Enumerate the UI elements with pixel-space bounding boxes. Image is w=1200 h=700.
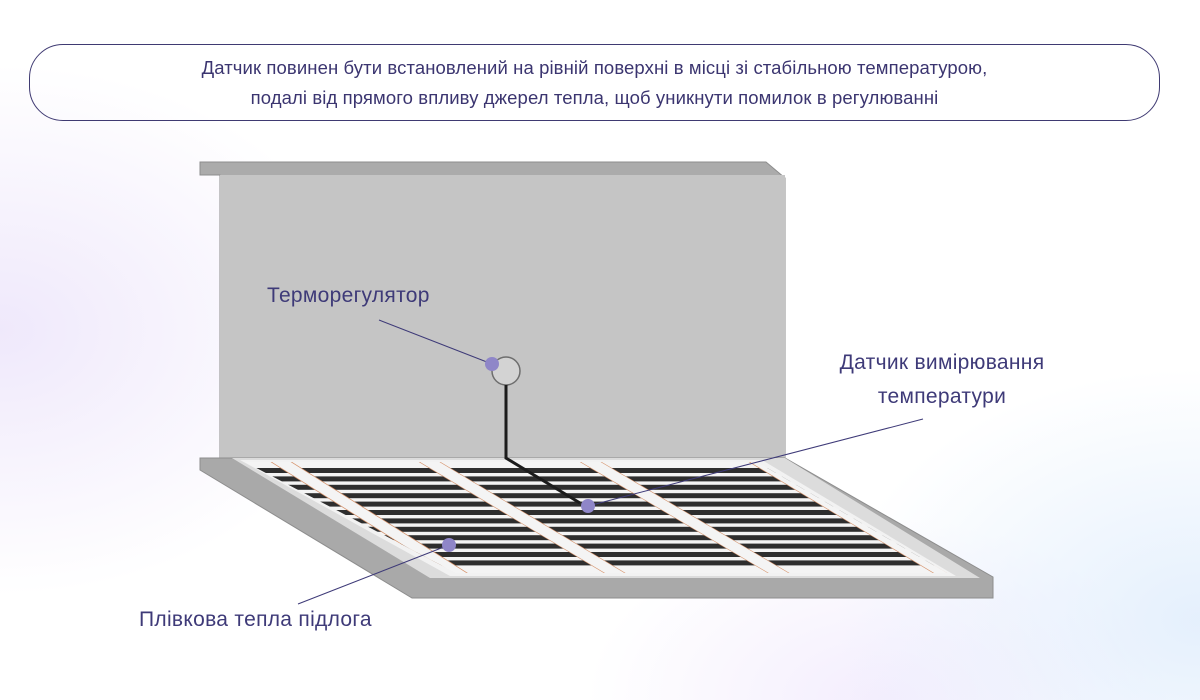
sensor-wire xyxy=(504,385,581,505)
installation-note: Датчик повинен бути встановлений на рівн… xyxy=(29,44,1160,121)
note-line-2: подалі від прямого впливу джерел тепла, … xyxy=(250,86,939,108)
label-film-floor: Плівкова тепла підлога xyxy=(139,608,372,631)
film-marker xyxy=(442,538,456,552)
thermostat-leader-line xyxy=(378,319,493,365)
busbar-gap xyxy=(581,462,790,573)
sensor-leader-line xyxy=(587,418,924,507)
busbar-gap xyxy=(420,462,626,573)
note-line-1: Датчик повинен бути встановлений на рівн… xyxy=(201,56,988,78)
heating-film-mat xyxy=(245,462,947,573)
heating-strip xyxy=(245,535,947,541)
film-leader-line xyxy=(297,544,450,605)
heating-strip xyxy=(245,552,947,557)
label-sensor-line-2: температури xyxy=(877,385,1007,408)
sensor-marker xyxy=(581,499,595,513)
heating-strip xyxy=(245,518,947,524)
thermostat-marker xyxy=(485,357,499,371)
heating-strip xyxy=(245,543,947,549)
heating-strip xyxy=(245,493,947,499)
wall-panel xyxy=(220,175,785,458)
heating-strip xyxy=(245,510,947,515)
label-sensor-line-1: Датчик вимірювання xyxy=(839,351,1045,374)
label-thermostat: Терморегулятор xyxy=(267,284,430,307)
heating-strip xyxy=(245,476,947,482)
heating-strip xyxy=(245,484,947,490)
heating-strip xyxy=(245,526,947,532)
busbar-gap xyxy=(272,462,468,573)
label-temperature-sensor: Датчик вимірювання температури xyxy=(797,346,1087,414)
